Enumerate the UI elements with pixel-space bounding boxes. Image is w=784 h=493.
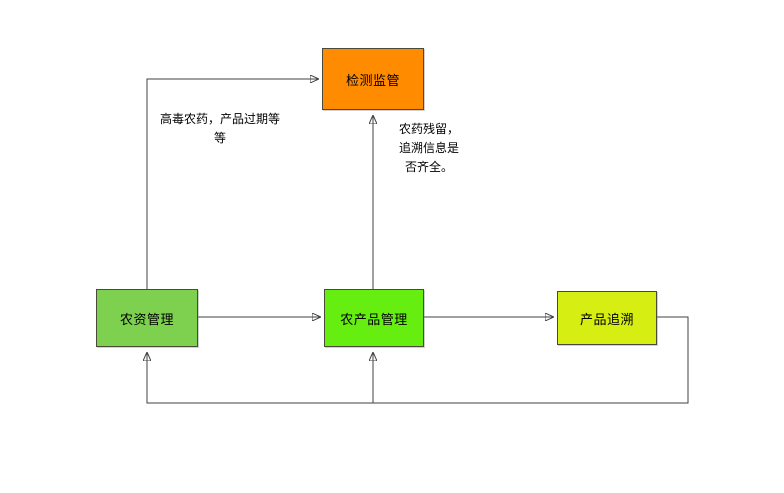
edge-label-produce-to-inspection: 农药残留，追溯信息是否齐全。 [398, 122, 459, 174]
edge-trace-to-agri-input-feedback [147, 353, 373, 404]
node-inspection[interactable]: 检测监管 [322, 48, 424, 110]
node-agri-input[interactable]: 农资管理 [96, 289, 198, 347]
node-trace[interactable]: 产品追溯 [557, 291, 657, 345]
node-produce[interactable]: 农产品管理 [324, 289, 424, 347]
edge-label-agri-input-to-inspection: 高毒农药，产品过期等等 [159, 112, 280, 145]
